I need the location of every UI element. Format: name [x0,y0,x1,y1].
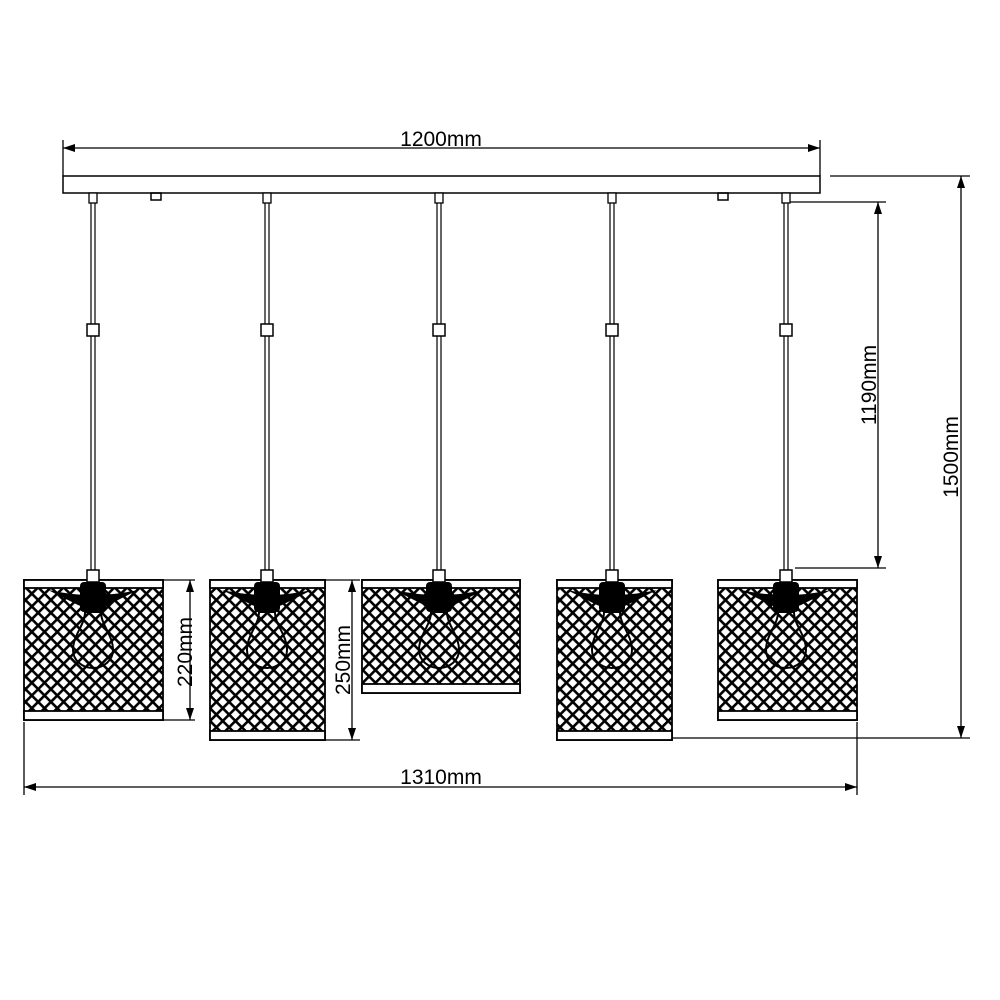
canopy [62,175,821,194]
label-250: 250mm [332,625,355,695]
pendant-lamp [209,192,326,741]
label-1200: 1200mm [400,128,482,151]
cord-connector [605,323,619,337]
bulb [764,611,808,669]
cord-connector [779,323,793,337]
bulb [71,611,115,669]
pendant-lamp [717,192,858,721]
pendant-lamp [23,192,164,721]
bulb-socket [773,582,799,612]
pendant-lamp [556,192,673,741]
bulb-socket [254,582,280,612]
bulb-socket [426,582,452,612]
cord-connector [260,323,274,337]
bulb [590,611,634,669]
label-1190: 1190mm [858,345,881,425]
bulb [245,611,289,669]
label-1310: 1310mm [400,766,482,789]
bulb [417,611,461,669]
label-1500: 1500mm [940,416,963,498]
bulb-socket [80,582,106,612]
label-220: 220mm [174,617,197,687]
pendant-lamp [361,192,521,694]
bulb-socket [599,582,625,612]
cord-connector [432,323,446,337]
cord-connector [86,323,100,337]
